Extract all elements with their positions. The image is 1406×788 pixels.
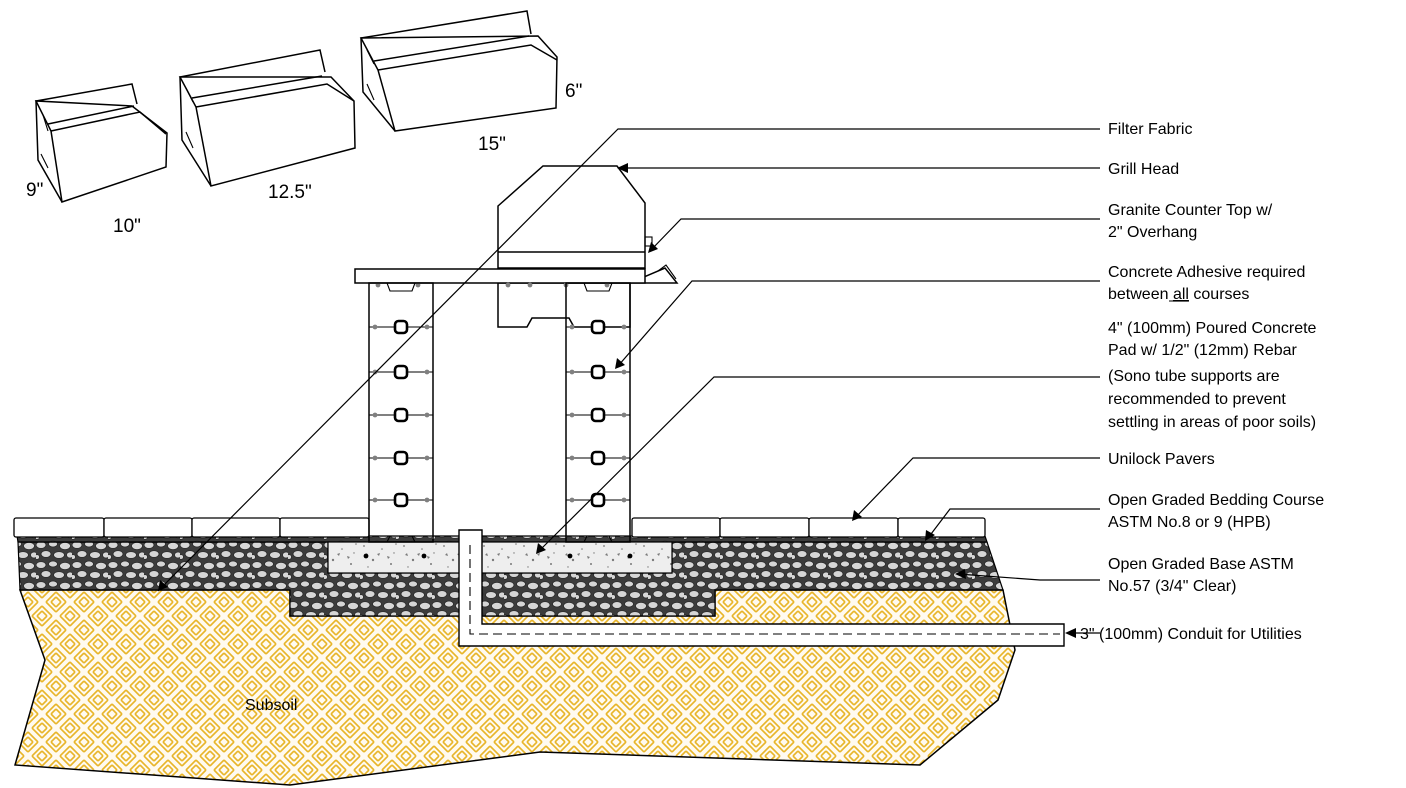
block-15-width-label: 15" xyxy=(478,134,506,155)
adhesive-dot xyxy=(569,455,575,461)
adhesive-dot xyxy=(372,455,378,461)
right-block-column xyxy=(565,282,631,543)
adhesive-dot xyxy=(621,412,627,418)
rebar-nut xyxy=(590,319,606,335)
adhesive-label-part-a: between xyxy=(1108,286,1173,303)
leader-lines xyxy=(157,128,1100,634)
pad-label-line3: (Sono tube supports are xyxy=(1108,368,1280,385)
adhesive-label-part-c: courses xyxy=(1189,286,1249,303)
block-15-height-label: 6" xyxy=(565,81,582,102)
left-block-column xyxy=(368,282,434,543)
adhesive-dot xyxy=(424,455,430,461)
adhesive-dot xyxy=(372,497,378,503)
filter-fabric-label: Filter Fabric xyxy=(1108,121,1192,138)
block-10-width-label: 10" xyxy=(113,216,141,237)
adhesive-dot xyxy=(569,324,575,330)
counter-adhesive-dots xyxy=(375,282,610,288)
counter-top-label-line1: Granite Counter Top w/ xyxy=(1108,202,1273,219)
block-notch xyxy=(386,535,416,543)
block-notch xyxy=(583,535,613,543)
pad-label-line2: Pad w/ 1/2" (12mm) Rebar xyxy=(1108,342,1298,359)
rebar-nut xyxy=(590,364,606,380)
pavers-label: Unilock Pavers xyxy=(1108,451,1215,468)
grill-head-label: Grill Head xyxy=(1108,161,1179,178)
adhesive-dot xyxy=(424,324,430,330)
conduit-label: 3" (100mm) Conduit for Utilities xyxy=(1080,626,1302,643)
rebar-nut xyxy=(590,450,606,466)
block-notch xyxy=(386,282,416,292)
bedding-label-line2: ASTM No.8 or 9 (HPB) xyxy=(1108,514,1271,531)
adhesive-label-line2: between all courses xyxy=(1108,286,1249,303)
bedding-label-line1: Open Graded Bedding Course xyxy=(1108,492,1324,509)
unilock-pavers-right xyxy=(631,517,986,538)
block-15-inch xyxy=(359,10,558,132)
adhesive-dot xyxy=(372,324,378,330)
pad-label-line4: recommended to prevent xyxy=(1108,391,1286,408)
block-10-inch xyxy=(34,83,168,203)
adhesive-dot xyxy=(372,412,378,418)
subsoil-layer xyxy=(14,589,1016,786)
block-10-height-label: 9" xyxy=(26,180,43,201)
pad-label-line1: 4" (100mm) Poured Concrete xyxy=(1108,320,1317,337)
rebar-nut xyxy=(393,407,409,423)
adhesive-dot xyxy=(569,412,575,418)
adhesive-dot xyxy=(569,497,575,503)
adhesive-label-all: all xyxy=(1173,286,1189,303)
base-label-line1: Open Graded Base ASTM xyxy=(1108,556,1294,573)
block-12-5-width-label: 12.5" xyxy=(268,182,312,203)
adhesive-label-line1: Concrete Adhesive required xyxy=(1108,264,1305,281)
rebar-nut xyxy=(393,364,409,380)
adhesive-dot xyxy=(424,369,430,375)
adhesive-dot xyxy=(424,497,430,503)
block-12-5-inch xyxy=(178,49,356,187)
pad-rebar-dots xyxy=(363,553,633,559)
adhesive-dot xyxy=(621,369,627,375)
subsoil-label: Subsoil xyxy=(245,697,297,714)
adhesive-dot xyxy=(372,369,378,375)
pad-label-line5: settling in areas of poor soils) xyxy=(1108,414,1316,431)
granite-counter-top xyxy=(354,268,646,284)
adhesive-dot xyxy=(621,455,627,461)
adhesive-dot xyxy=(424,412,430,418)
rebar-nut xyxy=(393,319,409,335)
base-label-line2: No.57 (3/4" Clear) xyxy=(1108,578,1236,595)
block-notch xyxy=(583,282,613,292)
adhesive-dot xyxy=(569,369,575,375)
unilock-pavers-left xyxy=(13,517,370,538)
rebar-nut xyxy=(393,492,409,508)
leader-arrows xyxy=(158,163,1076,638)
rebar-nut xyxy=(590,492,606,508)
counter-top-label-line2: 2" Overhang xyxy=(1108,224,1197,241)
rebar-nut xyxy=(393,450,409,466)
rebar-nut xyxy=(590,407,606,423)
concrete-pad xyxy=(327,541,673,574)
adhesive-dot xyxy=(621,324,627,330)
adhesive-dot xyxy=(621,497,627,503)
